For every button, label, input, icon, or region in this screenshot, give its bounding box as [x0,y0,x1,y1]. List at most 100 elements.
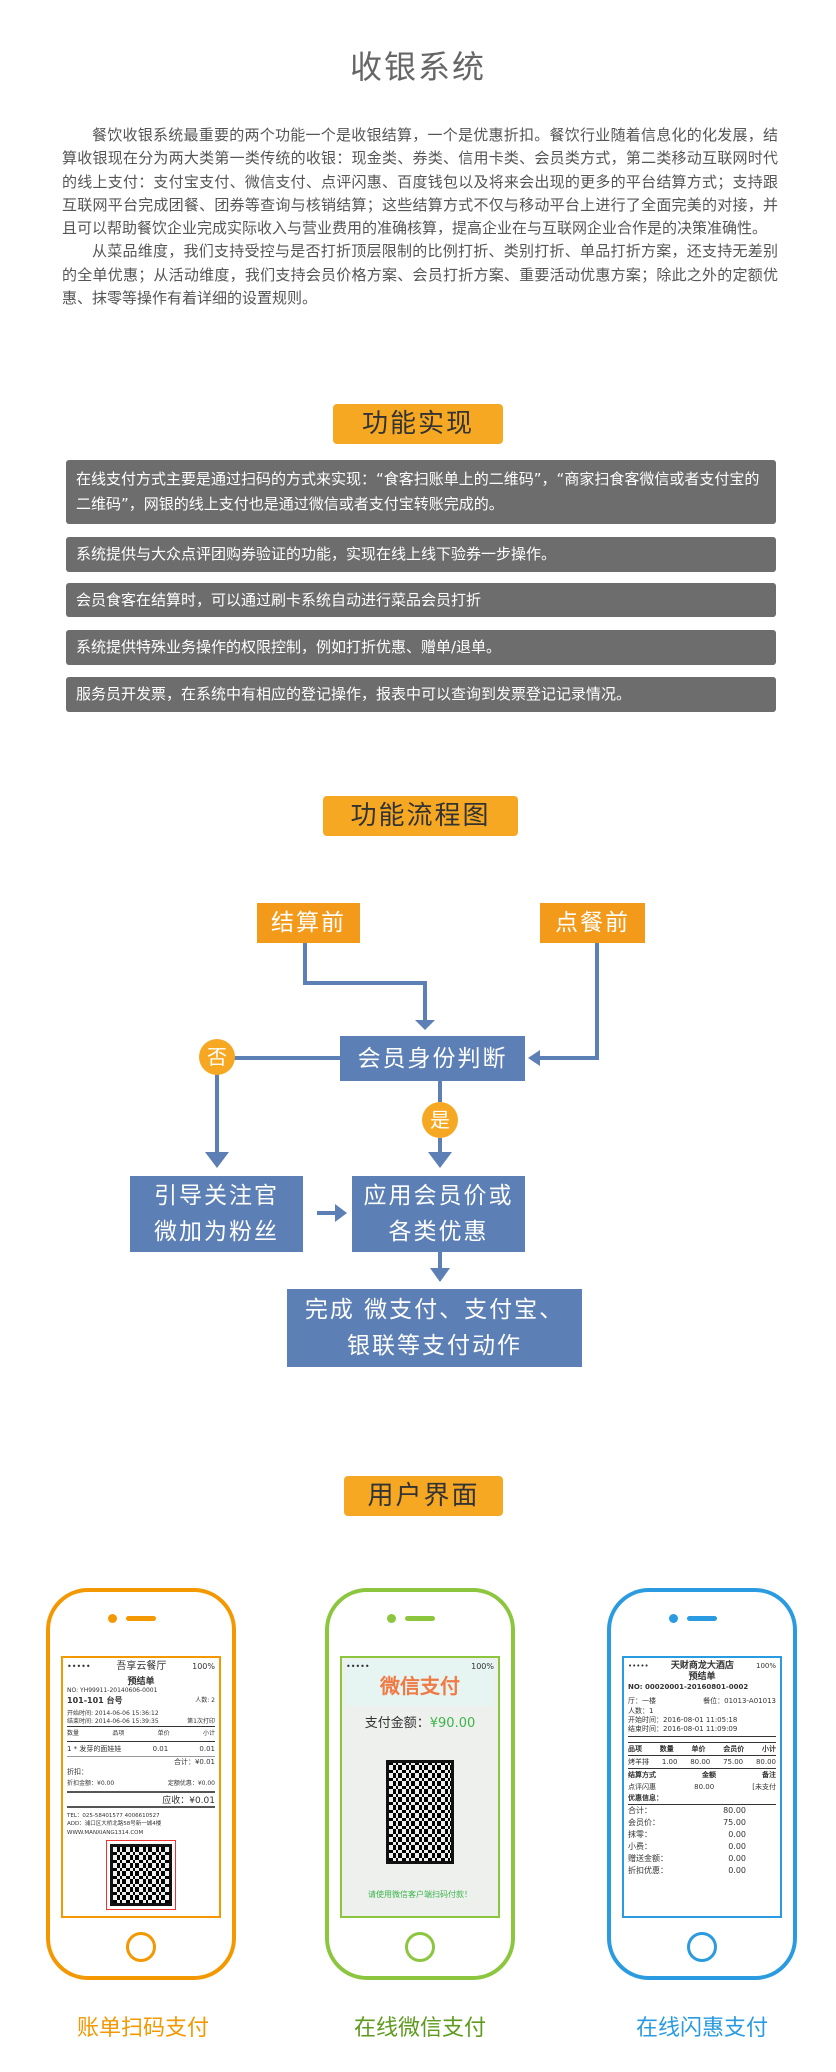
sum-label: 小费： [628,1842,652,1851]
flow-before-order: 点餐前 [540,903,645,943]
guests: 人数：1 [628,1707,654,1715]
flow-before-checkout: 结算前 [257,903,360,943]
doc-title: 预结单 [688,1672,716,1682]
qr-code-icon [386,1760,454,1864]
discount-amount: 折扣金额：¥0.00 [67,1780,115,1787]
hall: 厅：一楼 [628,1697,656,1705]
cell: 80.00 [690,1758,711,1766]
arrow-no [215,1056,340,1152]
arrow-order-to-member [540,942,599,1060]
col: 数量 [659,1745,674,1753]
amount-due: 应收：¥0.01 [67,1791,215,1808]
signal-icon: ••••• [67,1662,91,1671]
col: 金额 [702,1771,716,1779]
speaker-icon [687,1616,717,1621]
sum-value: 0.00 [728,1830,746,1839]
print-count: 第1次打印 [187,1718,215,1725]
flow-complete-payment: 完成 微支付、支付宝、银联等支付动作 [287,1289,582,1367]
cell: 1.00 [661,1758,678,1766]
arrowhead [430,1268,450,1282]
label-flash-pay: 在线闪惠支付 [635,2016,768,2041]
amount: ¥90.00 [429,1716,476,1731]
website: WWW.MANXIANG1314.COM [67,1830,144,1836]
col: 小计 [202,1730,215,1737]
amount-label: 支付金额： [364,1716,430,1731]
sum-label: 赠送金额： [628,1854,668,1863]
tel: TEL：025-58401577 4006610527 [67,1813,160,1819]
col: 单价 [691,1745,706,1753]
doc-title: 预结单 [127,1677,155,1687]
phone-wechat-pay: •••••100% 微信支付 支付金额：¥90.00 请使用微信客户端扫码付款！ [325,1588,515,1980]
label-bill-qr-pay: 账单扫码支付 [76,2016,209,2041]
sum-label: 合计： [628,1806,652,1815]
scan-hint: 请使用微信客户端扫码付款！ [368,1890,472,1899]
feature-item: 会员食客在结算时，可以通过刷卡系统自动进行菜品会员打折 [66,583,776,617]
fixed-discount: 定额优惠：¥0.00 [167,1780,215,1787]
intro-paragraph: 餐饮收银系统最重要的两个功能一个是收银结算，一个是优惠折扣。餐饮行业随着信息化的… [62,126,778,238]
col: 小计 [762,1745,776,1753]
sum-value: 0.00 [728,1866,746,1875]
flow-yes-label: 是 [422,1102,458,1138]
cell: 点评闪惠 [628,1783,656,1791]
arrowhead [528,1050,540,1066]
phone-flash-pay: ••••• 天财商龙大酒店 100% 预结单 NO: 00020001-201608… [607,1588,797,1980]
battery-icon: 100% [192,1662,215,1671]
cell: [未支付 [752,1783,776,1791]
phone-bill-qr: ••••• 吾享云餐厅 100% 预结单 NO: YH99911-20140606-… [46,1588,236,1980]
signal-icon: ••••• [628,1662,649,1670]
bill-no: NO: 00020001-20160801-0002 [628,1683,749,1691]
arrow-checkout-to-member [303,942,427,1020]
cell: 80.00 [755,1758,776,1766]
qr-code-icon [110,1844,172,1906]
home-button [405,1932,435,1962]
item: 1 * 发芽的面娃娃 [67,1745,122,1753]
camera-icon [669,1614,678,1623]
flow-heading: 功能流程图 [323,796,518,836]
col: 数量 [67,1730,80,1737]
cell: 烤羊排 [628,1758,649,1766]
cell: 80.00 [694,1783,715,1791]
flow-apply-discount: 应用会员价或各类优惠 [352,1176,525,1252]
col: 品项 [112,1730,125,1737]
feature-item: 系统提供特殊业务操作的权限控制，例如打折优惠、赠单/退单。 [66,630,776,665]
feature-item: 系统提供与大众点评团购券验证的功能，实现在线上线下验券一步操作。 [66,537,776,572]
home-button [126,1932,156,1962]
arrowhead [205,1152,229,1168]
col: 备注 [762,1771,776,1779]
flow-no-label: 否 [199,1039,235,1075]
seat: 餐位：01013-A01013 [703,1697,776,1705]
flow-guide-follow: 引导关注官微加为粉丝 [130,1176,303,1252]
intro-paragraph: 从菜品维度，我们支持受控与是否打折顶层限制的比例打折、类别打折、单品打折方案，还… [62,242,778,308]
speaker-icon [405,1616,435,1621]
features-heading: 功能实现 [333,404,503,444]
signal-icon: ••••• [346,1662,370,1671]
guests: 人数: 2 [195,1697,215,1704]
open-time: 开始时间: 2014-06-06 15:36:12 [67,1710,159,1717]
battery-icon: 100% [755,1662,776,1670]
sum-value: 75.00 [723,1818,746,1827]
close-time: 结束时间: 2014-06-06 15:39:35 [67,1718,159,1725]
intro-text: 餐饮收银系统最重要的两个功能一个是收银结算，一个是优惠折扣。餐饮行业随着信息化的… [62,124,778,310]
phone-screen: •••••100% 微信支付 支付金额：¥90.00 请使用微信客户端扫码付款！ [340,1656,500,1918]
label-wechat-pay: 在线微信支付 [353,2016,486,2041]
address: ADD：浦口区大桥北路58号新一城4楼 [67,1821,162,1827]
battery-icon: 100% [471,1662,494,1671]
arrowhead [335,1204,347,1222]
bill-no: NO: YH99911-20140606-0001 [67,1687,158,1694]
total: 合计：¥0.01 [67,1756,215,1767]
shop-name: 吾享云餐厅 [116,1661,167,1672]
subtotal: 0.01 [199,1745,215,1753]
camera-icon [387,1614,396,1623]
page-title: 收银系统 [349,48,486,86]
shop-name: 天财商龙大酒店 [670,1661,734,1671]
sum-value: 0.00 [728,1854,746,1863]
col: 品项 [628,1745,642,1753]
flow-member-check: 会员身份判断 [340,1036,525,1081]
feature-item: 服务员开发票，在系统中有相应的登记操作，报表中可以查询到发票登记记录情况。 [66,677,776,712]
price: 0.01 [152,1745,169,1753]
sum-label: 折扣优惠： [628,1866,668,1875]
table-no: 101-101 台号 [67,1696,123,1705]
arrowhead [415,1020,435,1030]
feature-item: 在线支付方式主要是通过扫码的方式来实现：“食客扫账单上的二维码”，“商家扫食客微… [66,460,776,524]
sum-value: 80.00 [723,1806,746,1815]
